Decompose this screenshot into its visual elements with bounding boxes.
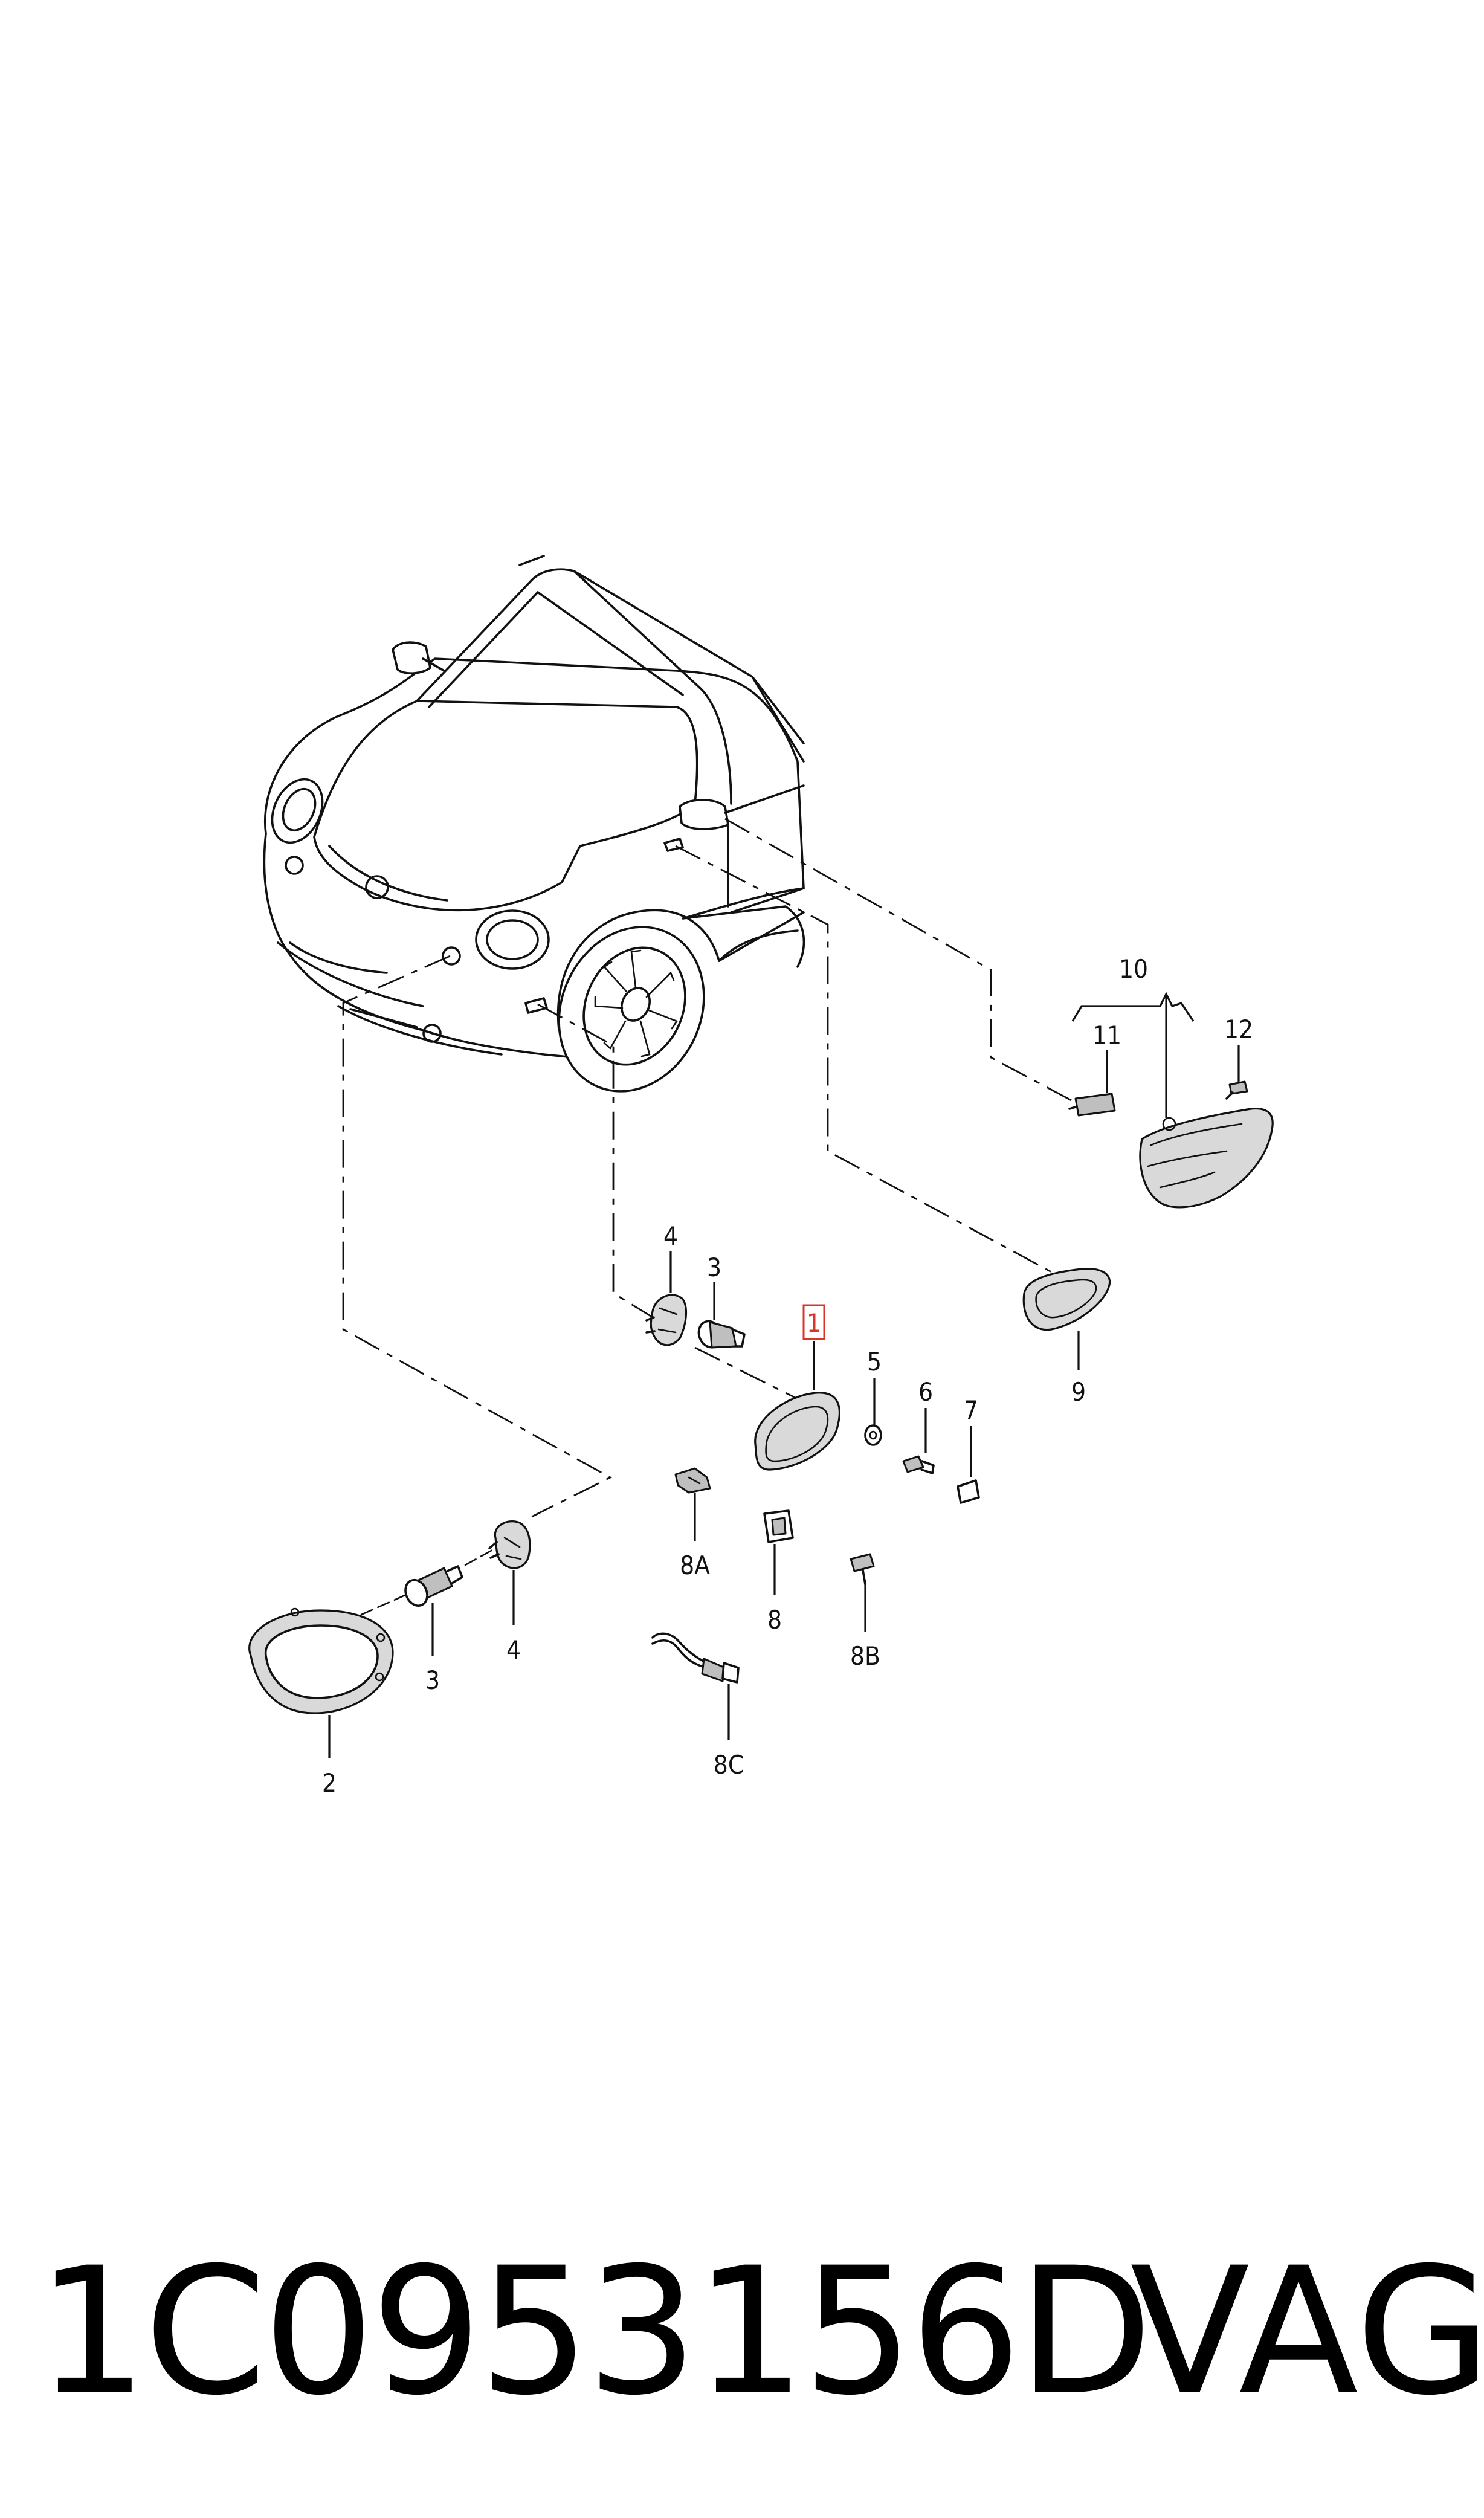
callout-5: 5 bbox=[867, 1347, 882, 1377]
part-3-bulb-lower bbox=[404, 1565, 463, 1607]
callout-2: 2 bbox=[322, 1768, 337, 1798]
part-10-mirror-turn-lamp bbox=[1139, 1107, 1274, 1209]
part-3-bulb-upper bbox=[697, 1320, 746, 1349]
part-6-screw bbox=[902, 1455, 935, 1474]
part-4-socket-upper bbox=[645, 1294, 687, 1346]
part-7-pad bbox=[957, 1479, 980, 1504]
bracket-10 bbox=[1071, 992, 1195, 1022]
callout-labels: 1 2 3 3 4 4 5 6 7 8 8A 8B 8C 9 10 11 12 bbox=[322, 954, 1253, 1798]
callout-1-highlight bbox=[802, 1304, 825, 1340]
callout-3-lower: 3 bbox=[425, 1665, 440, 1695]
callout-7: 7 bbox=[964, 1395, 978, 1425]
callout-1: 1 bbox=[807, 1308, 821, 1338]
part-8-nut bbox=[763, 1509, 794, 1543]
car-illustration bbox=[263, 555, 805, 1093]
callout-8a: 8A bbox=[680, 1551, 710, 1580]
callout-6: 6 bbox=[918, 1377, 933, 1407]
callout-8: 8 bbox=[767, 1605, 782, 1635]
part-1-side-marker bbox=[754, 1392, 841, 1471]
part-8a-clip bbox=[674, 1467, 711, 1494]
callout-9: 9 bbox=[1071, 1377, 1086, 1407]
front-wheel bbox=[558, 926, 705, 1093]
callout-8c: 8C bbox=[714, 1750, 744, 1780]
brand-name: VAG bbox=[1130, 2230, 1484, 2434]
part-11-connector bbox=[1068, 1093, 1116, 1117]
callout-12: 12 bbox=[1224, 1015, 1253, 1044]
callout-8b: 8B bbox=[850, 1641, 880, 1671]
part-4-socket-lower bbox=[488, 1520, 531, 1569]
part-5-washer bbox=[864, 1424, 882, 1446]
part-number: 1C0953156D bbox=[36, 2230, 1153, 2434]
part-12-screw bbox=[1225, 1080, 1248, 1100]
callout-11: 11 bbox=[1092, 1021, 1121, 1050]
callout-3-upper: 3 bbox=[707, 1253, 721, 1282]
left-headlamp bbox=[271, 778, 324, 844]
part-8c-harness bbox=[651, 1632, 740, 1684]
part-2-fog-lamp bbox=[248, 1607, 394, 1714]
callout-10: 10 bbox=[1119, 954, 1148, 984]
callout-4-upper: 4 bbox=[663, 1221, 678, 1251]
part-8b-screw bbox=[850, 1553, 875, 1586]
part-9-side-repeater bbox=[1022, 1267, 1111, 1331]
callout-4-lower: 4 bbox=[506, 1635, 521, 1665]
